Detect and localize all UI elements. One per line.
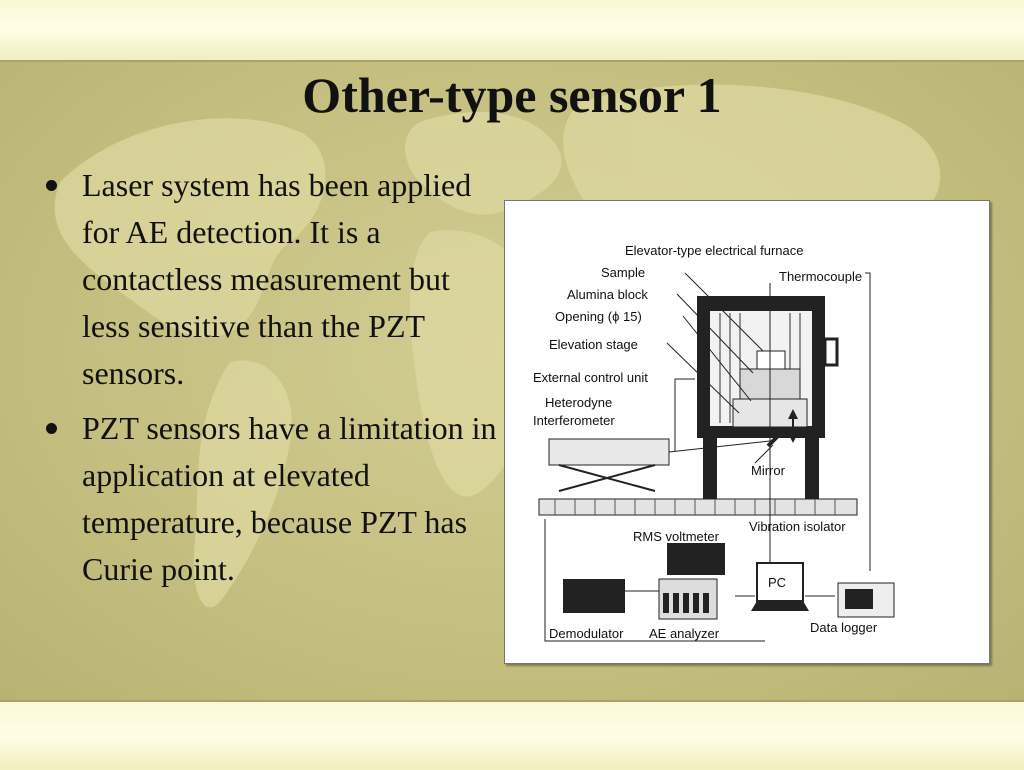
bullet-dot-icon [46, 180, 57, 191]
diagram-drawing: Elevator-type electrical furnace Sample … [533, 243, 895, 642]
label-furnace: Elevator-type electrical furnace [625, 243, 803, 258]
bullet-text-1: Laser system has been applied for AE det… [82, 167, 472, 391]
bullet-item-2: PZT sensors have a limitation in applica… [40, 405, 500, 593]
bottom-band [0, 700, 1024, 770]
label-interferometer: Interferometer [533, 413, 615, 428]
label-ae-analyzer: AE analyzer [649, 626, 720, 641]
label-vibration: Vibration isolator [749, 519, 846, 534]
demodulator-device [563, 579, 625, 613]
label-demodulator: Demodulator [549, 626, 624, 641]
label-data-logger: Data logger [810, 620, 878, 635]
label-mirror: Mirror [751, 463, 786, 478]
label-heterodyne: Heterodyne [545, 395, 612, 410]
label-control: External control unit [533, 370, 648, 385]
label-alumina: Alumina block [567, 287, 648, 302]
label-rms: RMS voltmeter [633, 529, 720, 544]
rms-voltmeter-device [667, 543, 725, 575]
top-band [0, 0, 1024, 62]
bullet-list: Laser system has been applied for AE det… [40, 162, 500, 601]
vibration-isolator [538, 498, 858, 516]
laser-setup-diagram: Elevator-type electrical furnace Sample … [504, 200, 990, 664]
bullet-item-1: Laser system has been applied for AE det… [40, 162, 500, 397]
label-opening: Opening (ϕ 15) [555, 309, 642, 324]
furnace-handle [823, 337, 839, 367]
label-elevation: Elevation stage [549, 337, 638, 352]
label-thermocouple: Thermocouple [779, 269, 862, 284]
sample-piece [756, 350, 786, 370]
bullet-dot-icon [46, 423, 57, 434]
bullet-text-2: PZT sensors have a limitation in applica… [82, 410, 497, 587]
furnace-leg-right [805, 438, 819, 506]
furnace-leg-left [703, 438, 717, 506]
interferometer-unit [548, 438, 670, 466]
label-sample: Sample [601, 265, 645, 280]
slide-title: Other-type sensor 1 [302, 67, 722, 123]
pc-monitor [756, 562, 804, 602]
label-pc: PC [768, 575, 786, 590]
